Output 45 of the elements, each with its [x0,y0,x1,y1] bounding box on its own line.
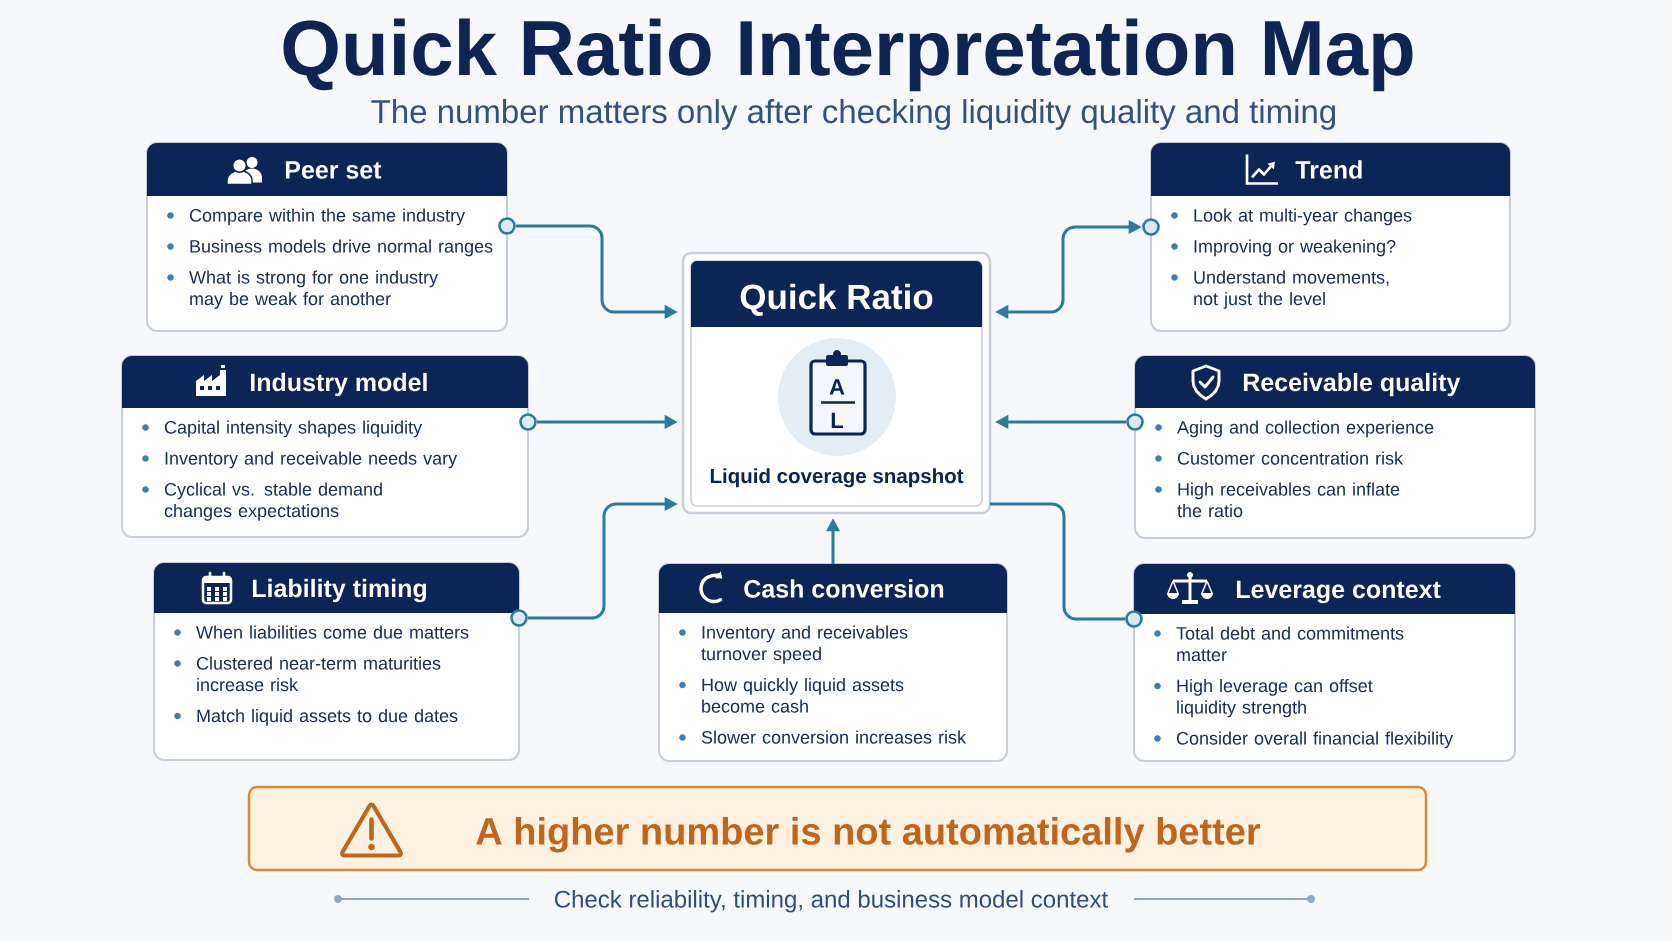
bullet-text: Clustered near-term maturities increase risk [196,656,441,692]
bullet-text: Inventory and receivable needs vary [165,451,458,469]
info-card [121,355,529,538]
card-caption: Liquid coverage snapshot [710,468,964,488]
bullet-text: Aging and collection experience [1177,420,1434,438]
caption: Check reliability, timing, and business model context [555,890,1108,913]
info-card [146,142,508,332]
bullet-text: Capital intensity shapes liquidity [164,420,423,438]
bullet-text: Consider overall financial flexibility [1176,731,1453,749]
info-card [1134,355,1536,539]
bullet-text: Cyclical vs. stable demand changes expectations [164,482,382,521]
card-header: Receivable quality [1135,356,1535,408]
subtitle: The number matters only after checking liquidity quality and timing [371,99,1336,130]
card-header: Liability timing [154,563,519,613]
connector [990,502,1125,621]
bullet-text: High leverage can offset liquidity strength [1177,679,1373,718]
bullet-text: Improving or weakening? [1194,239,1396,257]
bullet-text: Match liquid assets to due dates [197,708,458,726]
icon-letter: L [831,412,844,428]
ratio-card [681,251,992,515]
info-card [1150,142,1511,332]
bullet-text: Understand movements, not just the level [1194,270,1389,309]
card-header: Trend [1151,143,1510,196]
bullet-text: Look at multi-year changes [1194,208,1412,226]
bullet-text: Inventory and receivables turnover speed [701,625,908,664]
bullet-text: Business models drive normal ranges [190,239,493,257]
info-card [1133,563,1516,762]
card-header: Leverage context [1134,564,1515,614]
bullet-text: How quickly liquid assets become cash [702,678,904,713]
info-card [153,562,520,761]
info-card [658,563,1008,762]
bullet-text: Total debt and commitments matter [1176,626,1404,662]
card-header: Cash conversion [659,564,1007,613]
bullet-text: High receivables can inflate the ratio [1177,482,1400,518]
title: Quick Ratio Interpretation Map [283,18,1413,92]
bullet-text: When liabilities come due matters [196,625,469,639]
bullet-text: Slower conversion increases risk [701,730,967,744]
warning-banner: A higher number is not automatically better [247,785,1428,872]
icon-letter: A [829,379,845,395]
bullet-text: Customer concentration risk [1177,451,1404,465]
bullet-text: What is strong for one industry may be weak for another [189,270,439,309]
card-header: Quick Ratio [691,261,982,327]
card-header: Industry model [122,356,528,408]
bullet-text: Compare within the same industry [189,208,466,226]
card-header: Peer set [147,143,507,196]
